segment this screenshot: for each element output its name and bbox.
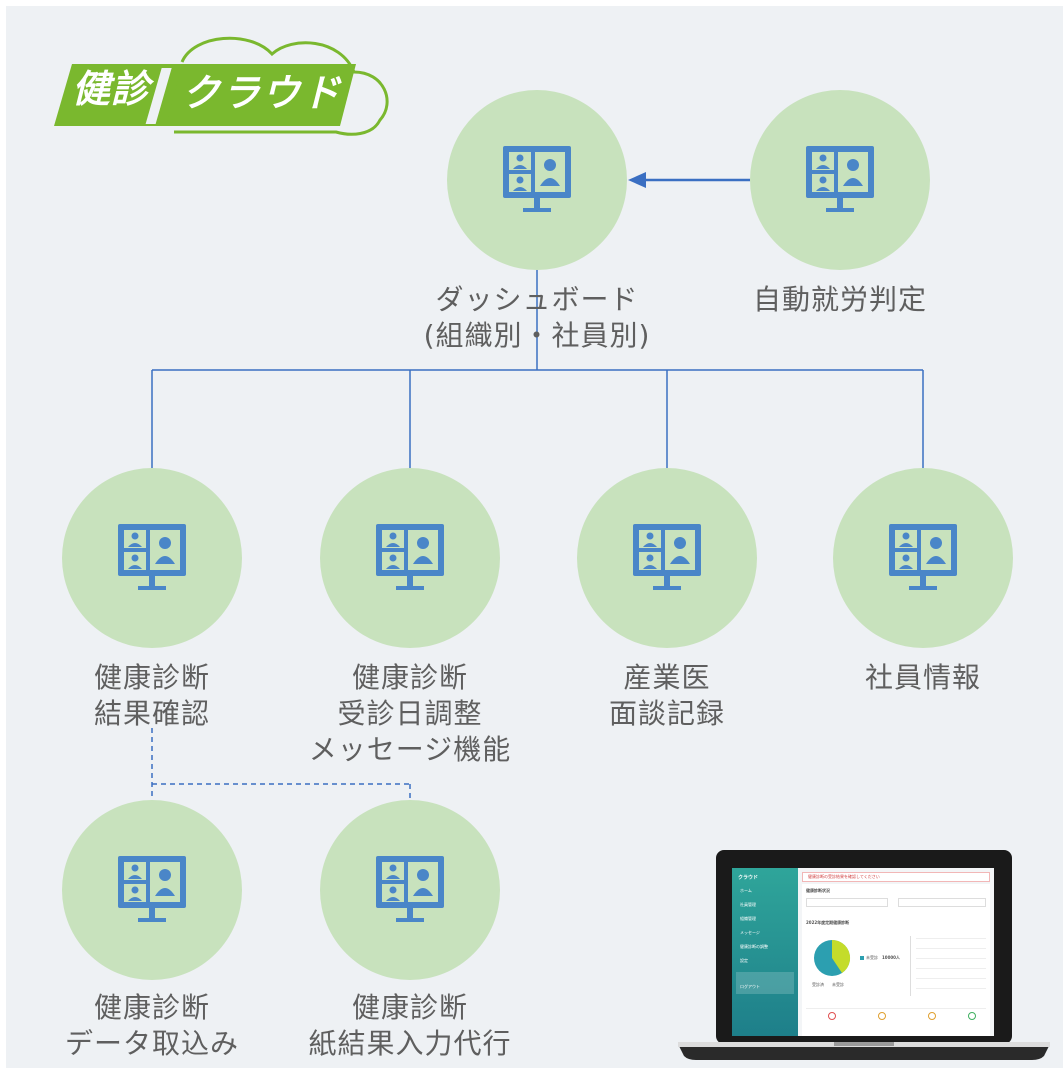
mini-menu-item: 社員管理 [740, 902, 756, 907]
laptop-screen: クラウド ホーム 社員管理 組織管理 メッセージ 健康診断の調整 設定 ログアウ… [732, 868, 994, 1036]
results-label: 健康診断 結果確認 [94, 660, 210, 732]
mini-row [916, 978, 986, 979]
kenshin-cloud-logo [54, 32, 394, 142]
label-line: 健康診断 [93, 661, 211, 694]
mini-row [916, 968, 986, 969]
mini-user-box [736, 972, 794, 994]
paper-input-node [320, 800, 500, 980]
label-line: 健康診断 [351, 991, 469, 1024]
label-line: メッセージ機能 [308, 733, 512, 766]
mini-logout: ログアウト [740, 984, 760, 989]
mini-status-dot [828, 1012, 836, 1020]
label-line: ダッシュボード [435, 283, 639, 316]
paper-input-label: 健康診断 紙結果入力代行 [308, 990, 511, 1062]
mini-legend-1: 受診済 [812, 982, 824, 987]
schedule-node [320, 468, 500, 648]
label-line: データ取込み [64, 1027, 240, 1060]
import-label: 健康診断 データ取込み [65, 990, 239, 1062]
label-line: 健康診断 [93, 991, 211, 1024]
mini-legend-dot [860, 956, 864, 960]
video-conference-monitor-icon [118, 524, 186, 590]
cloud-logo-shape [54, 36, 389, 136]
auto-judgment-node [750, 90, 930, 270]
mini-select-1 [806, 898, 888, 907]
employee-node [833, 468, 1013, 648]
mini-status-dot [878, 1012, 886, 1020]
employee-label: 社員情報 [865, 660, 981, 696]
video-conference-monitor-icon [633, 524, 701, 590]
mini-stat-label: 未受診 [866, 955, 878, 960]
label-line: 健康診断 [351, 661, 469, 694]
mini-menu-item: ホーム [740, 888, 752, 893]
mini-subsection: 2022年度定期健康診断 [806, 920, 850, 925]
mini-menu-item: 健康診断の調整 [740, 944, 768, 949]
mini-stat-value: 10000人 [882, 955, 900, 960]
doctor-node [577, 468, 757, 648]
mini-banner: 健康診断の受診結果を確認してください [808, 874, 880, 879]
logo-part-2: クラウド [182, 71, 343, 115]
mini-status-dot [968, 1012, 976, 1020]
connector-lines [151, 172, 924, 800]
dashboard-label: ダッシュボード (組織別・社員別) [424, 282, 651, 354]
label-line: 受診日調整 [337, 697, 483, 730]
mini-menu-item: 組織管理 [740, 916, 756, 921]
mini-row [916, 938, 986, 939]
mini-menu-item: 設定 [740, 958, 748, 963]
results-node [62, 468, 242, 648]
label-line: 産業医 [623, 661, 711, 694]
mini-status-dot [928, 1012, 936, 1020]
mini-menu-item: メッセージ [740, 930, 760, 935]
label-line: (組織別・社員別) [423, 319, 651, 352]
mini-sidebar: クラウド ホーム 社員管理 組織管理 メッセージ 健康診断の調整 設定 ログアウ… [732, 868, 798, 1036]
auto-judgment-label: 自動就労判定 [753, 282, 927, 318]
video-conference-monitor-icon [376, 856, 444, 922]
import-node [62, 800, 242, 980]
video-conference-monitor-icon [503, 146, 571, 212]
mini-pie-chart [814, 939, 851, 976]
mini-banner-box [802, 872, 990, 882]
mini-row [916, 988, 986, 989]
mini-status-row [806, 1008, 986, 1019]
mini-row [916, 958, 986, 959]
video-conference-monitor-icon [889, 524, 957, 590]
mini-select-2 [898, 898, 986, 907]
label-line: 紙結果入力代行 [308, 1027, 512, 1060]
mini-divider [910, 936, 911, 996]
doctor-label: 産業医 面談記録 [609, 660, 725, 732]
mini-brand: クラウド [738, 875, 759, 881]
video-conference-monitor-icon [806, 146, 874, 212]
diagram-canvas: 健診 クラウド ダッシュボード (組織別・社員別) 自動就労判定 健康診断 結果… [6, 6, 1063, 1068]
video-conference-monitor-icon [118, 856, 186, 922]
arrow-head [628, 172, 646, 188]
mini-row [916, 948, 986, 949]
logo-part-1: 健診 [72, 67, 151, 111]
dashboard-node [447, 90, 627, 270]
label-line: 自動就労判定 [752, 283, 928, 316]
mini-main: 健康診断の受診結果を確認してください 健康診断状況 2022年度定期健康診断 未… [798, 868, 994, 1036]
video-conference-monitor-icon [376, 524, 444, 590]
schedule-label: 健康診断 受診日調整 メッセージ機能 [309, 660, 511, 768]
mini-section-title: 健康診断状況 [806, 888, 830, 893]
label-line: 面談記録 [608, 697, 726, 730]
label-line: 結果確認 [93, 697, 211, 730]
mini-legend-2: 未受診 [832, 982, 844, 987]
label-line: 社員情報 [864, 661, 982, 694]
